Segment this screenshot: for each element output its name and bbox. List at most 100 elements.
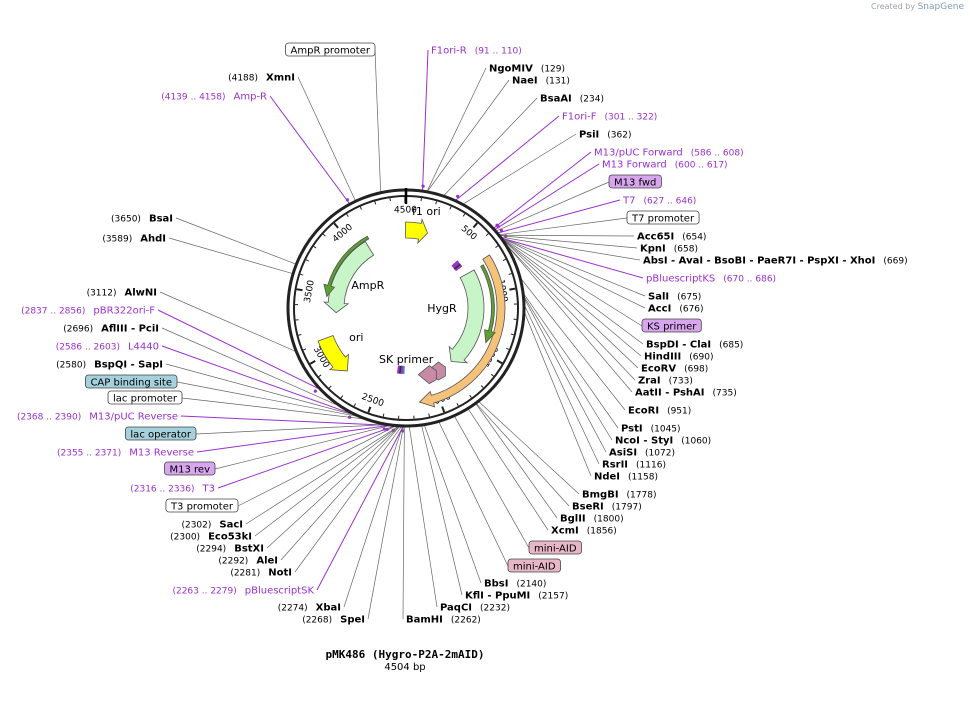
leader-line [476, 403, 570, 507]
label-name: ZraI [638, 376, 661, 387]
label-name: EcoRV [641, 364, 676, 375]
enzyme-label-psti: PstI(1045) [621, 424, 681, 435]
label-name: AleI [256, 556, 278, 567]
label-name: XbaI [316, 603, 341, 614]
ring-tick [472, 222, 479, 229]
label-name: XcmI [551, 526, 579, 537]
enzyme-label-ndei: NdeI(1158) [594, 472, 658, 483]
ring-tick-label: 500 [459, 224, 479, 243]
feature-label-box [608, 174, 662, 189]
label-position: (2355 .. 2371) [57, 449, 121, 459]
ring-tick [359, 206, 363, 210]
primer-label-t3: T3(2316 .. 2336) [130, 484, 215, 495]
label-name: AatII - PshAI [635, 388, 705, 399]
label-position: (735) [713, 389, 737, 399]
enzyme-label-ahdi: AhdI(3589) [102, 234, 166, 245]
ring-tick [318, 374, 322, 378]
label-position: (676) [679, 305, 703, 315]
label-name: BamHI [406, 615, 443, 626]
leader-lines [157, 49, 646, 620]
label-name: PstI [621, 424, 643, 435]
label-position: (2302) [181, 521, 211, 531]
feature-label-m13-rev: M13 rev [164, 461, 216, 476]
leader-line [196, 425, 388, 453]
label-name: F1ori-R [431, 46, 467, 57]
leader-line [504, 240, 639, 369]
label-name: pBluescriptSK [245, 586, 315, 597]
label-name: Amp-R [234, 92, 268, 103]
label-name: PsiI [579, 130, 599, 141]
leader-line [424, 425, 482, 584]
feature-label-t7-promoter: T7 promoter [626, 210, 700, 225]
label-name: AccI [648, 304, 671, 315]
enzyme-label-xbai: XbaI(2274) [278, 603, 341, 614]
label-position: (2586 .. 2603) [56, 343, 120, 353]
ring-tick [353, 403, 357, 407]
label-name: NcoI - StyI [615, 436, 673, 447]
label-name: NdeI [594, 472, 620, 483]
ring-tick [303, 348, 307, 351]
enzyme-label-bstxi: BstXI(2294) [196, 544, 264, 555]
enzyme-label-bspqi-sapi: BspQI - SapI(2580) [56, 360, 163, 371]
ring-tick [309, 359, 316, 365]
label-name: PaqCI [440, 603, 472, 614]
feature-label-box [507, 558, 561, 573]
label-name: mini-AID [534, 544, 577, 555]
label-name: M13/pUC Reverse [89, 412, 178, 423]
leader-line [214, 425, 390, 470]
label-position: (1778) [627, 491, 657, 501]
label-position: (600 .. 617) [675, 161, 728, 171]
label-position: (2292) [218, 557, 248, 567]
label-name: HindIII [644, 352, 681, 363]
leader-line [266, 426, 400, 549]
label-name: NotI [268, 568, 292, 579]
leader-line [500, 234, 635, 237]
label-position: (234) [580, 95, 604, 105]
leader-line [463, 133, 577, 205]
label-position: (733) [669, 377, 693, 387]
primer-label-m13-reverse: M13 Reverse(2355 .. 2371) [57, 448, 194, 459]
primer-label-f1ori-f: F1ori-F(301 .. 322) [562, 112, 657, 123]
enzyme-label-naei: NaeI(131) [512, 76, 570, 87]
feature-arc-amp-cds [323, 235, 370, 298]
label-name: AsiSI [609, 448, 637, 459]
label-position: (3112) [87, 289, 117, 299]
ring-tick-label: 4000 [331, 222, 355, 245]
enzyme-label-xmni: XmnI(4188) [228, 73, 295, 84]
label-name: Acc65I [637, 232, 674, 243]
enzyme-label-bsai: BsaI(3650) [111, 214, 173, 225]
leader-line [468, 409, 549, 531]
label-position: (669) [883, 257, 907, 267]
ring-tick [510, 333, 514, 336]
label-position: (1797) [612, 503, 642, 513]
label-name: M13/pUC Forward [594, 148, 683, 159]
label-position: (91 .. 110) [475, 47, 522, 57]
label-name: BspQI - SapI [94, 360, 163, 371]
label-name: NgoMIV [489, 64, 533, 75]
label-name: M13 Forward [602, 160, 667, 171]
leader-line [502, 237, 646, 297]
enzyme-label-saci: SacI(2302) [181, 520, 243, 531]
leader-line [524, 298, 607, 453]
enzyme-label-spei: SpeI(2268) [302, 615, 365, 626]
feature-arc-ampr [323, 240, 375, 314]
ring-tick [382, 413, 385, 417]
ring-tick [298, 334, 302, 336]
leader-line [408, 426, 438, 608]
credit-prefix: Created by [871, 2, 916, 11]
label-position: (2140) [516, 580, 546, 590]
ring-tick [485, 233, 489, 237]
label-position: (131) [546, 77, 570, 87]
leader-line [175, 217, 296, 265]
enzyme-label-kfli-ppumi: KflI - PpuMI(2157) [465, 591, 568, 602]
label-name: CAP binding site [90, 378, 172, 389]
label-name: KflI - PpuMI [465, 591, 530, 602]
leader-line [507, 245, 636, 381]
leader-line [502, 239, 644, 345]
label-name: AlwNI [125, 288, 158, 299]
leader-line [454, 416, 530, 549]
leader-line [523, 294, 619, 429]
ring-tick [322, 233, 326, 237]
label-position: (586 .. 608) [691, 149, 744, 159]
